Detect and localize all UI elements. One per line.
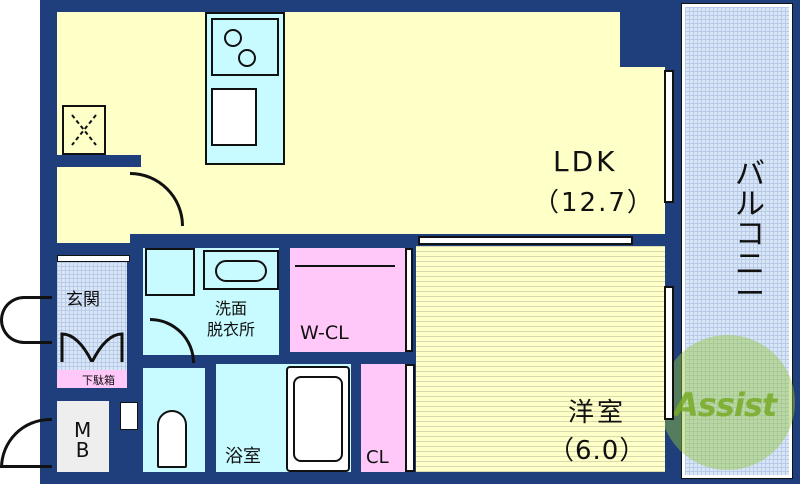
- sink-icon: [211, 88, 257, 146]
- sliding-door[interactable]: [418, 236, 633, 245]
- bathroom-label: 浴室: [225, 446, 261, 467]
- entrance: [57, 262, 127, 370]
- washing-machine-pan: [145, 248, 195, 296]
- washroom-label: 洗面 脱衣所: [207, 299, 256, 339]
- hallway: [57, 167, 130, 243]
- window-ldk: [664, 70, 674, 203]
- balcony: [681, 3, 793, 479]
- hanger-rod: [295, 265, 395, 267]
- ventilation-icon: [62, 105, 106, 155]
- toilet-icon: [157, 410, 187, 468]
- watermark-text: Assist: [674, 386, 777, 424]
- walk-in-closet-label: W-CL: [300, 322, 349, 344]
- meter-box: [57, 401, 109, 472]
- shoe-box-label: 下駄箱: [82, 374, 115, 387]
- ldk-size: （12.7）: [533, 188, 655, 218]
- entrance-label: 玄関: [66, 290, 100, 310]
- bathtub-inner: [293, 376, 343, 462]
- western-room-label: 洋室: [568, 398, 627, 428]
- western-room-size: （6.0）: [548, 436, 647, 466]
- wcl-door[interactable]: [405, 248, 413, 352]
- meter-box-label: M B: [74, 418, 92, 462]
- western-room: [416, 246, 665, 472]
- shoe-box: [57, 370, 127, 388]
- wall-segment: [57, 155, 141, 167]
- entrance-door[interactable]: [0, 296, 52, 344]
- closet-label: CL: [366, 447, 389, 468]
- ldk-label: LDK: [553, 145, 618, 178]
- balcony-label: バルコニー: [735, 157, 765, 312]
- kitchen-counter: [205, 12, 285, 165]
- sink-bowl: [215, 260, 267, 282]
- closet: [361, 364, 405, 472]
- tank: [120, 402, 138, 430]
- window-western: [664, 286, 674, 420]
- step: [57, 255, 130, 262]
- watermark-logo: [660, 335, 795, 470]
- mb-door[interactable]: [0, 418, 52, 468]
- bathtub: [286, 366, 350, 472]
- shoe-box-doors[interactable]: [60, 332, 124, 366]
- closet-door[interactable]: [405, 364, 415, 472]
- vanity-sink: [203, 250, 279, 290]
- pillar: [620, 12, 680, 67]
- stove-icon: [211, 18, 279, 76]
